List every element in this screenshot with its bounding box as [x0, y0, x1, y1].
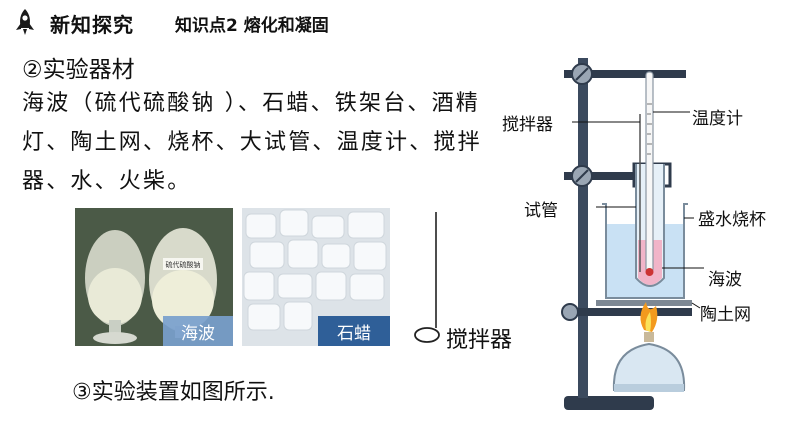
middle-clamp-arm — [564, 172, 644, 180]
paraffin-caption: 石蜡 — [318, 316, 390, 346]
hypo-photo: 硫代硫酸钠 海波 — [75, 208, 233, 346]
thermometer — [645, 71, 654, 273]
top-clamp-arm — [564, 70, 686, 78]
thermometer-bulb — [645, 268, 654, 276]
hypo-caption: 海波 — [163, 316, 233, 346]
stirrer-drawing — [414, 212, 440, 343]
bottle-label: 硫代硫酸钠 — [166, 260, 201, 269]
section-title: ②实验器材 — [22, 57, 135, 83]
alcohol-lamp — [612, 342, 686, 391]
stand-base — [564, 396, 654, 410]
label-hypo: 海波 — [708, 270, 742, 290]
page-subtitle: 知识点2 熔化和凝固 — [175, 16, 329, 36]
label-gauze: 陶土网 — [700, 305, 751, 325]
materials-paragraph: 海波（硫代硫酸钠 ）、石蜡、铁架台、酒精灯、陶土网、烧杯、大试管、温度计、搅拌器… — [22, 91, 482, 194]
stirrer-label: 搅拌器 — [446, 328, 513, 353]
paraffin-pieces-image — [242, 208, 390, 346]
label-beaker: 盛水烧杯 — [698, 210, 766, 230]
rocket-icon — [16, 9, 34, 35]
step3-text: ③实验装置如图所示. — [72, 380, 275, 405]
paraffin-photo: 石蜡 — [242, 208, 390, 346]
hypo-flasks-image: 硫代硫酸钠 — [75, 208, 233, 346]
apparatus-diagram — [561, 58, 704, 410]
stand-rod — [578, 58, 588, 398]
gauze — [596, 300, 692, 306]
beaker — [602, 203, 688, 299]
header-bar: 新知探究 知识点2 熔化和凝固 — [0, 0, 794, 44]
label-thermometer: 温度计 — [692, 109, 743, 129]
lamp-wick — [644, 332, 654, 342]
label-test-tube: 试管 — [524, 201, 558, 221]
ring-arm — [562, 308, 692, 316]
page-title: 新知探究 — [50, 13, 134, 37]
label-stirrer: 搅拌器 — [502, 115, 553, 135]
